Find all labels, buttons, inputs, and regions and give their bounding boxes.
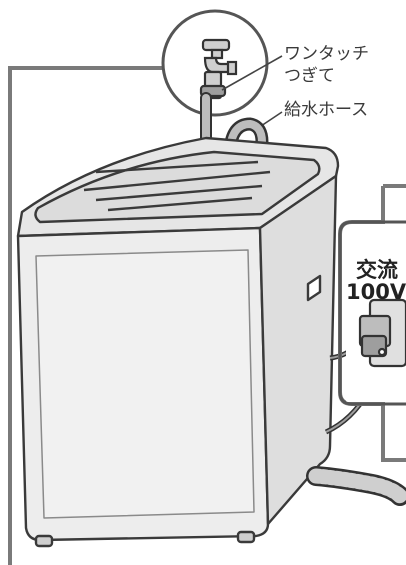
outlet-label-line2: 100V	[346, 280, 406, 304]
hose-label: 給水ホース	[284, 100, 368, 120]
faucet-magnifier	[163, 11, 267, 115]
connector-label-line1: ワンタッチ	[284, 44, 369, 64]
washing-machine	[18, 138, 338, 546]
drain-hose	[316, 476, 400, 496]
outlet-label-line1: 交流	[356, 258, 398, 282]
connector-label-line2: つぎて	[284, 66, 335, 86]
